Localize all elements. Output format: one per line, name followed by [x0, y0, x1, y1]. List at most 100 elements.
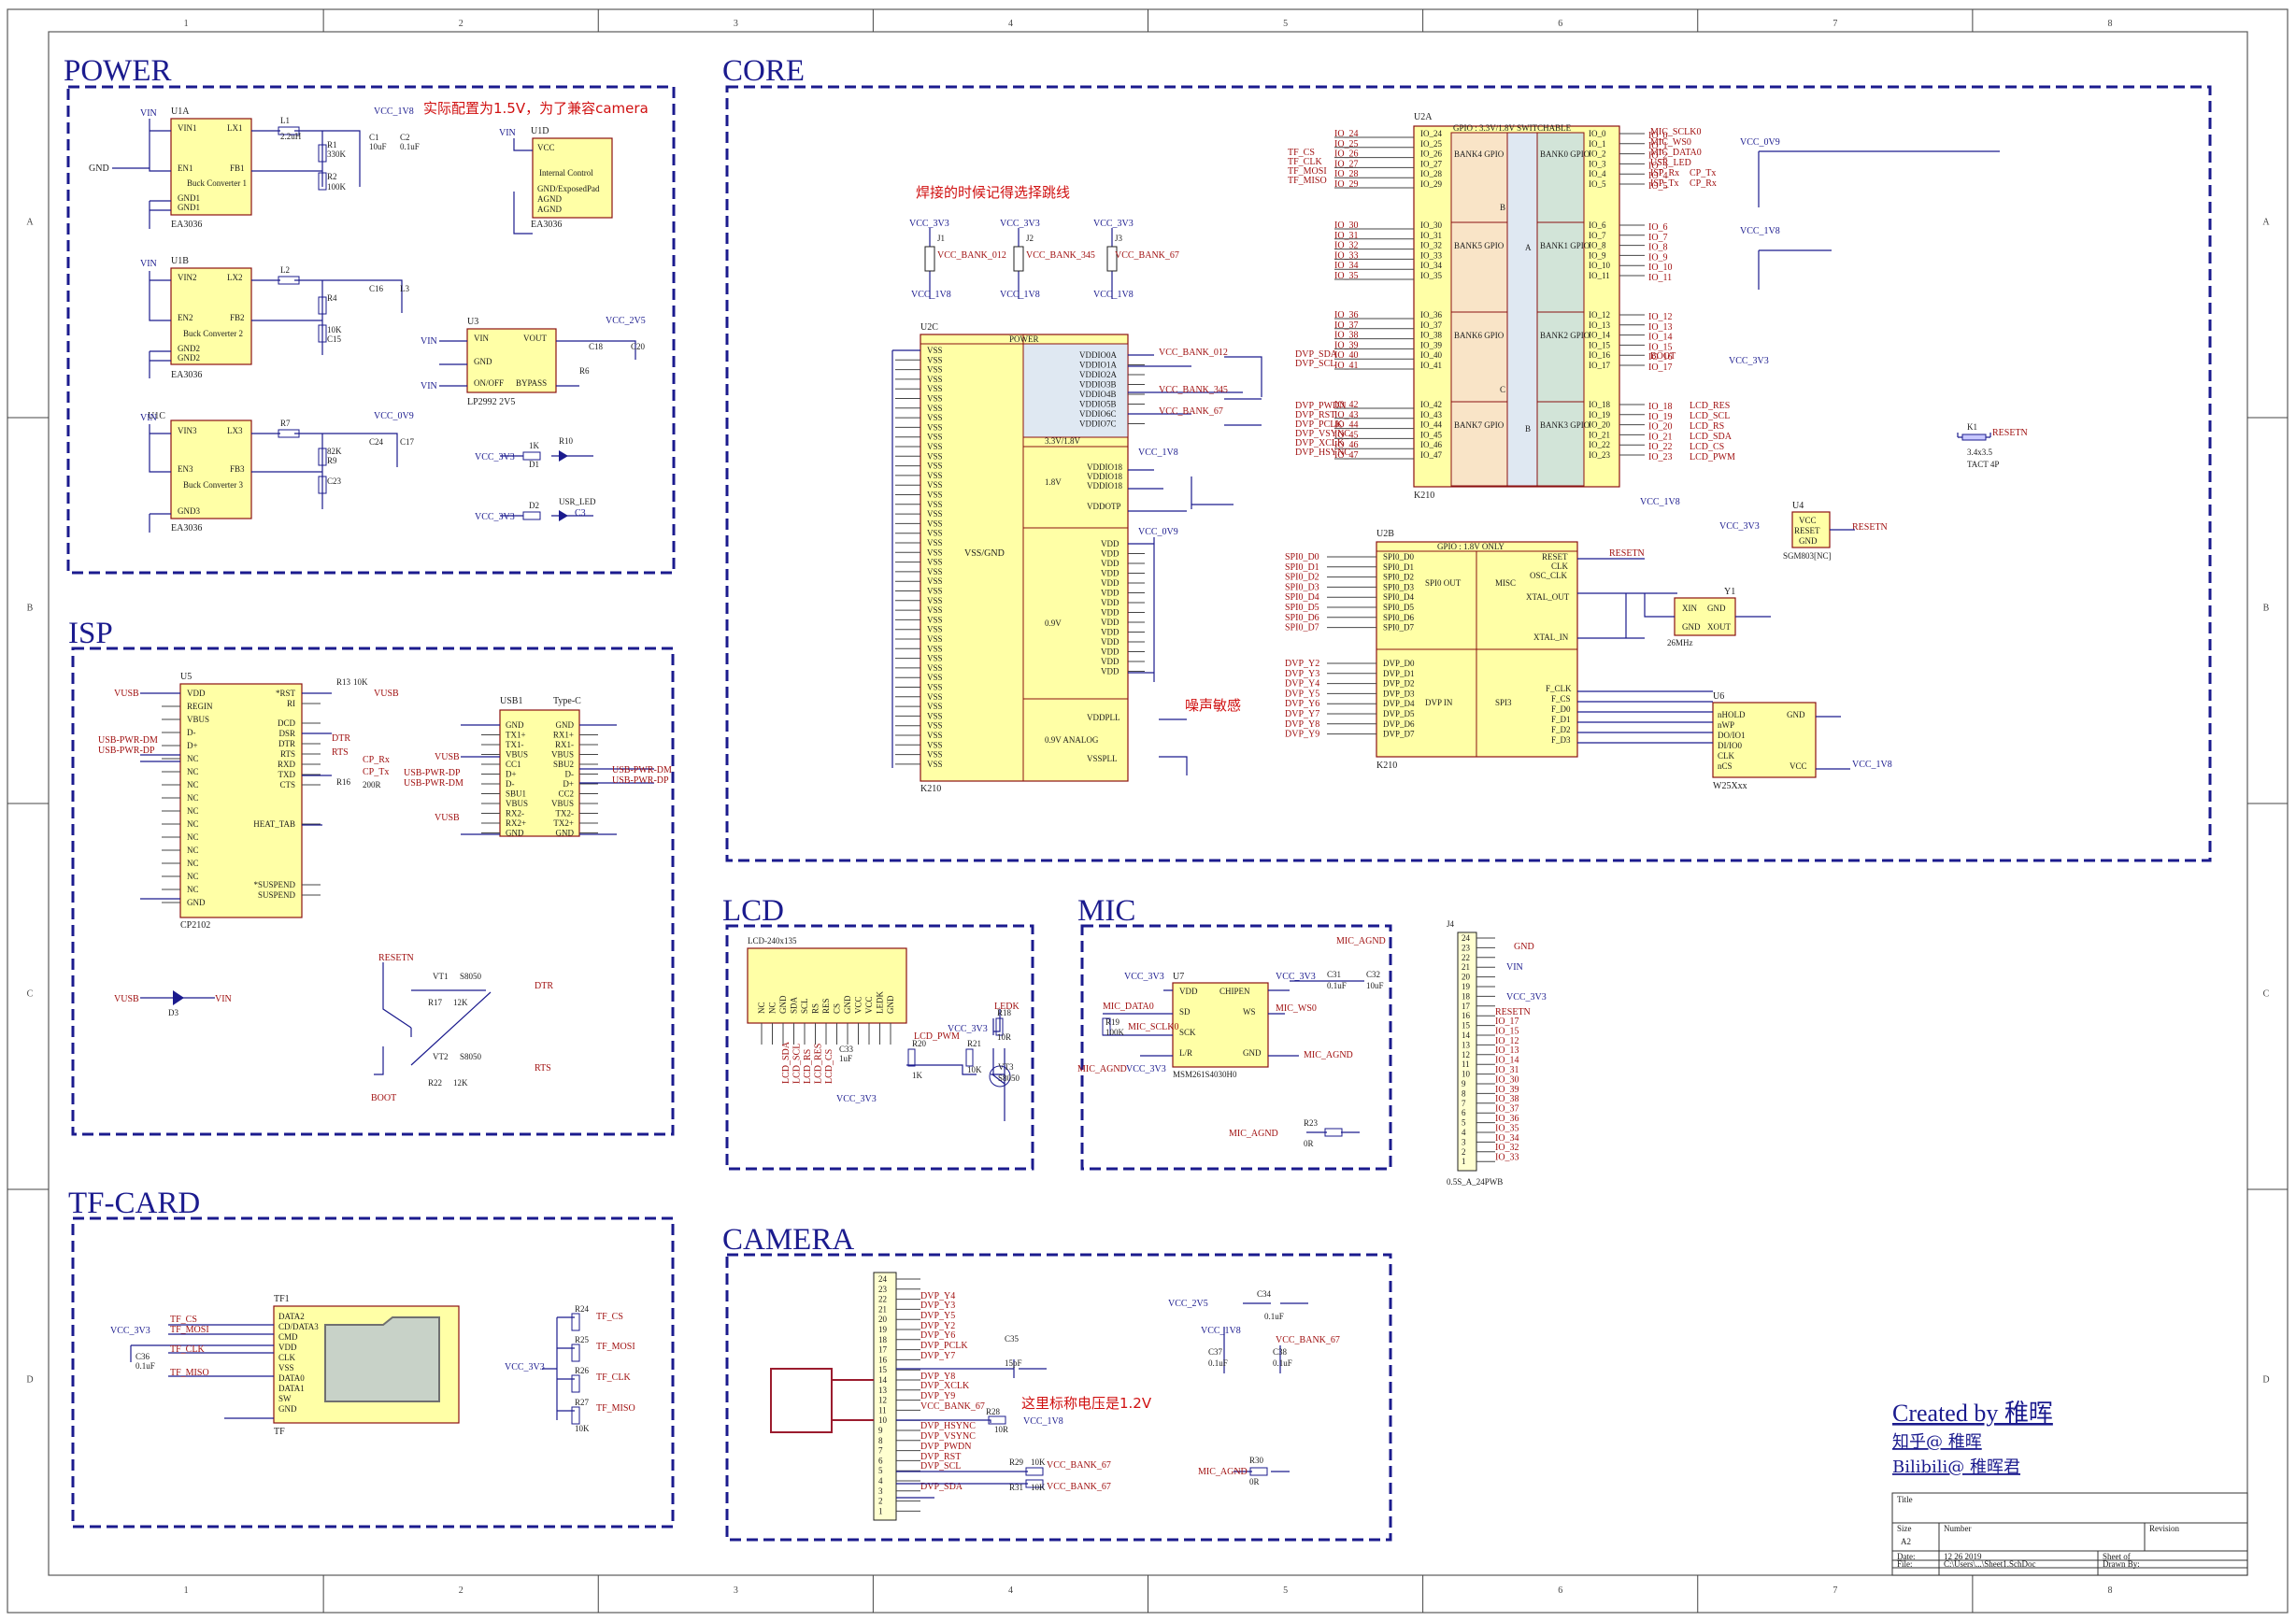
u2b-net-label: DVP_Y3 — [1285, 669, 1319, 679]
svg-text:0.9V: 0.9V — [1045, 619, 1062, 628]
j4-net-label: IO_37 — [1495, 1104, 1519, 1115]
gpio-io-pin-label: IO_33 — [1420, 250, 1442, 260]
j4-pin-number: 8 — [1462, 1088, 1466, 1098]
svg-text:DVP_XCLK: DVP_XCLK — [1295, 438, 1345, 448]
mic-net-label: MIC_AGND — [1077, 1064, 1127, 1074]
u2b-pin-label: DVP_D3 — [1383, 689, 1415, 698]
svg-text:DVP_SDA: DVP_SDA — [1295, 349, 1338, 360]
credit-bilibili: Bilibili@ 稚晖君 — [1892, 1457, 2020, 1477]
svg-text:VCC: VCC — [537, 143, 555, 152]
core-net-label: VCC_1V8 — [1138, 448, 1178, 458]
cp2102-left-pins: VDDREGINVBUSD-D+NCNCNCNCNCNCNCNCNCNCNCGN… — [162, 689, 213, 907]
power-part-label: 0.1uF — [400, 142, 420, 151]
j4-net-label: RESETN — [1495, 1007, 1531, 1017]
isp-net-label: USB-PWR-DP — [612, 775, 669, 786]
u2b-net-label: DVP_Y8 — [1285, 719, 1319, 730]
core-net-label: VCC_BANK_345 — [1159, 385, 1228, 395]
gpio-io-pin-label: IO_4 — [1589, 169, 1606, 178]
svg-text:ISP_Rx: ISP_Rx — [1650, 168, 1679, 178]
isp-part-label: 200R — [363, 780, 381, 789]
gpio-io-net-label: IO_6 — [1648, 222, 1668, 233]
u2b-net-label: DVP_Y9 — [1285, 730, 1319, 740]
gpio-net-labels: TF_CS TF_CLK TF_MOSI TF_MISO DVP_SDA DVP… — [1288, 127, 1735, 462]
j4-net-label: IO_14 — [1495, 1056, 1519, 1066]
svg-text:EN1: EN1 — [178, 164, 193, 173]
gpio-io-net-label: IO_33 — [1334, 250, 1359, 261]
svg-text:15pF: 15pF — [1005, 1358, 1022, 1368]
svg-text:EA3036: EA3036 — [171, 370, 202, 380]
core-net-label: VCC_0V9 — [1138, 527, 1178, 537]
svg-text:TF_CLK: TF_CLK — [1288, 157, 1322, 167]
gpio-io-pin-label: IO_36 — [1420, 310, 1442, 320]
lcd-pin-label: NC — [757, 1002, 766, 1014]
tf-pin-label: CMD — [278, 1332, 298, 1342]
svg-text:BANK4 GPIO: BANK4 GPIO — [1454, 149, 1505, 159]
usbc-pin-label: RX2+ — [506, 818, 526, 828]
u2b-pin-label: SPI0_D6 — [1383, 613, 1415, 622]
lcd-pin-label: GND — [886, 995, 895, 1014]
svg-text:GND1: GND1 — [178, 203, 200, 212]
tf-pin-label: DATA2 — [278, 1312, 305, 1321]
gpio-io-net-label: IO_41 — [1334, 361, 1359, 371]
tf-net-label: VCC_3V3 — [110, 1326, 150, 1336]
u2b-pin-label: DVP_D1 — [1383, 669, 1415, 678]
camera-net-label: DVP_RST — [920, 1452, 961, 1462]
svg-text:VCC: VCC — [1799, 516, 1817, 525]
u2b-net-label: DVP_Y6 — [1285, 699, 1319, 709]
power-part-label: 1K — [529, 441, 540, 450]
cp2102-pin-label: NC — [187, 780, 199, 789]
usbc-pin-label: SBU2 — [553, 760, 574, 769]
border-row-label: D — [2262, 1375, 2269, 1386]
svg-text:ON/OFF: ON/OFF — [474, 378, 504, 388]
svg-text:B: B — [1525, 424, 1531, 434]
usbc-pin-label: GND — [556, 829, 575, 838]
gpio-io-net-label: IO_35 — [1334, 271, 1359, 281]
svg-text:FB2: FB2 — [230, 313, 245, 322]
u2b-pin-label: SPI0_D1 — [1383, 562, 1414, 572]
k210-vss-pin-label: VSS — [927, 413, 943, 422]
svg-text:F_D1: F_D1 — [1551, 715, 1571, 724]
svg-text:LX2: LX2 — [227, 273, 243, 282]
svg-text:XIN: XIN — [1682, 604, 1697, 613]
isp-part-label: VT2 — [433, 1052, 449, 1061]
isp-part-label: 12K — [453, 1078, 468, 1088]
usbc-pin-label: RX1- — [555, 740, 574, 749]
svg-text:FB3: FB3 — [230, 464, 245, 474]
power-part-label: 100K — [327, 182, 347, 192]
camera-net-label: VCC_BANK_67 — [1047, 1460, 1111, 1471]
k210-vdd-pin-label: VDD — [1101, 637, 1119, 647]
svg-text:MIC_WS0: MIC_WS0 — [1650, 137, 1691, 148]
j4-net-label: IO_17 — [1495, 1017, 1519, 1027]
k210-vdd-pin-label: VDD — [1101, 618, 1119, 627]
svg-text:File:: File: — [1897, 1559, 1913, 1569]
lcd-part-label: C33 — [839, 1045, 854, 1054]
svg-text:VDD: VDD — [1179, 987, 1198, 996]
k210-vdd-pin-label: VDDPLL — [1087, 713, 1120, 722]
svg-text:MIC_SCLK0: MIC_SCLK0 — [1650, 127, 1701, 137]
svg-text:EA3036: EA3036 — [171, 220, 202, 230]
gpio-io-pin-label: IO_26 — [1420, 149, 1442, 159]
lcd-net-label: LCD_RES — [814, 1044, 824, 1084]
camera-net-label: VCC_1V8 — [1023, 1416, 1063, 1427]
camera-pin-number: 20 — [878, 1315, 888, 1324]
usbc-pin-label: TX2- — [556, 809, 575, 818]
svg-text:AGND: AGND — [537, 194, 562, 204]
gpio-io-net-label: IO_3 — [1648, 161, 1668, 171]
gpio-io-pin-label: IO_11 — [1589, 271, 1610, 280]
mic-net-label: MIC_WS0 — [1276, 1003, 1317, 1014]
core-net-label: RESETN — [1992, 428, 2028, 438]
svg-text:F_CLK: F_CLK — [1546, 684, 1572, 693]
svg-text:LCD_CS: LCD_CS — [1690, 442, 1724, 452]
svg-text:MISC: MISC — [1495, 578, 1516, 588]
camera-pin-number: 21 — [878, 1304, 887, 1314]
mems-microphone: U7 MSM261S4030H0 CHIPEN VDD SD SCK L/R W… — [1172, 972, 1269, 1079]
svg-text:GND2: GND2 — [178, 353, 200, 363]
svg-text:VIN1: VIN1 — [178, 123, 197, 133]
svg-text:XOUT: XOUT — [1707, 622, 1731, 632]
k210-vss-pin-label: VSS — [927, 673, 943, 682]
isp-net-label: VUSB — [374, 689, 399, 699]
tf-pin-label: CD/DATA3 — [278, 1322, 319, 1331]
k210-vss-pin-label: VSS — [927, 404, 943, 413]
k210-vdd-pin-label: VDDOTP — [1087, 502, 1121, 511]
svg-text:DVP_RST: DVP_RST — [1295, 410, 1335, 420]
